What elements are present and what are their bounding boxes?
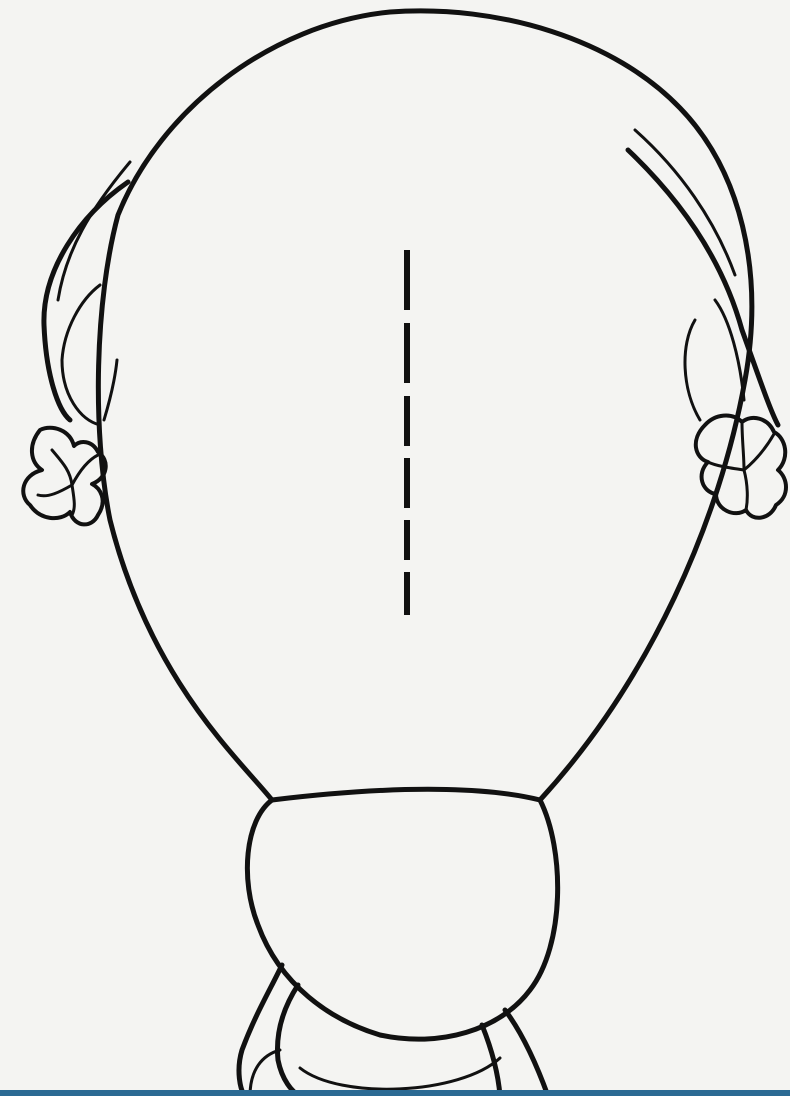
left-tube-lumen [62,285,100,425]
left-fimbria [23,428,105,525]
right-tube-inner [635,130,735,275]
right-tube [628,150,778,425]
left-ligament [239,965,282,1096]
base-curve [300,1058,500,1089]
bottom-edge-strip [0,1090,790,1096]
uterus-body-outline [98,11,751,800]
left-ligament-inner [277,985,300,1096]
cervix-outline [247,789,557,1039]
right-tube-lumen [685,320,700,420]
right-ligament [505,1010,548,1096]
left-tube-lumen-2 [104,360,117,420]
left-tube-inner [58,162,130,300]
